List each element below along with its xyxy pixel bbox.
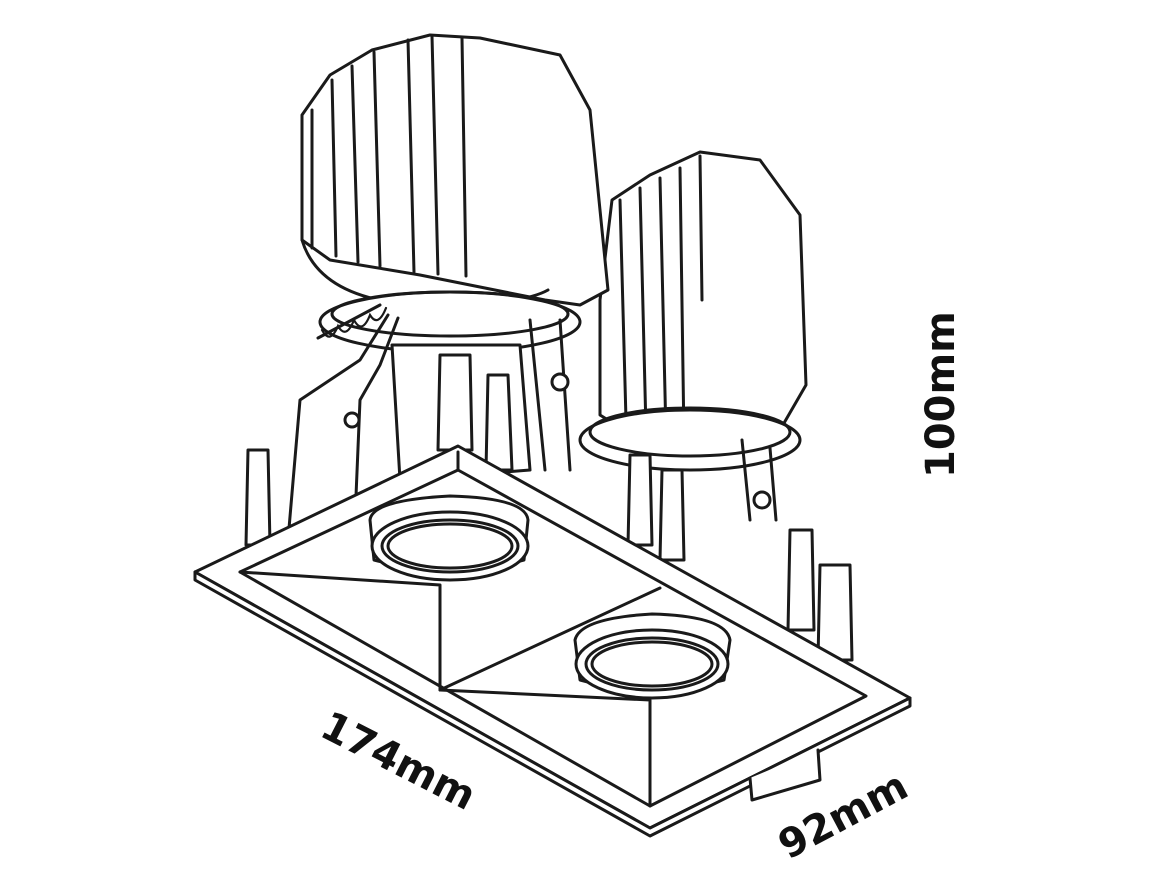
right-lens [573, 612, 732, 700]
left-lens [368, 494, 530, 582]
height-dimension-label: 100mm [918, 311, 964, 478]
rear-driver-module [578, 150, 854, 662]
trim-frame [193, 444, 912, 838]
front-driver-module [244, 33, 610, 547]
